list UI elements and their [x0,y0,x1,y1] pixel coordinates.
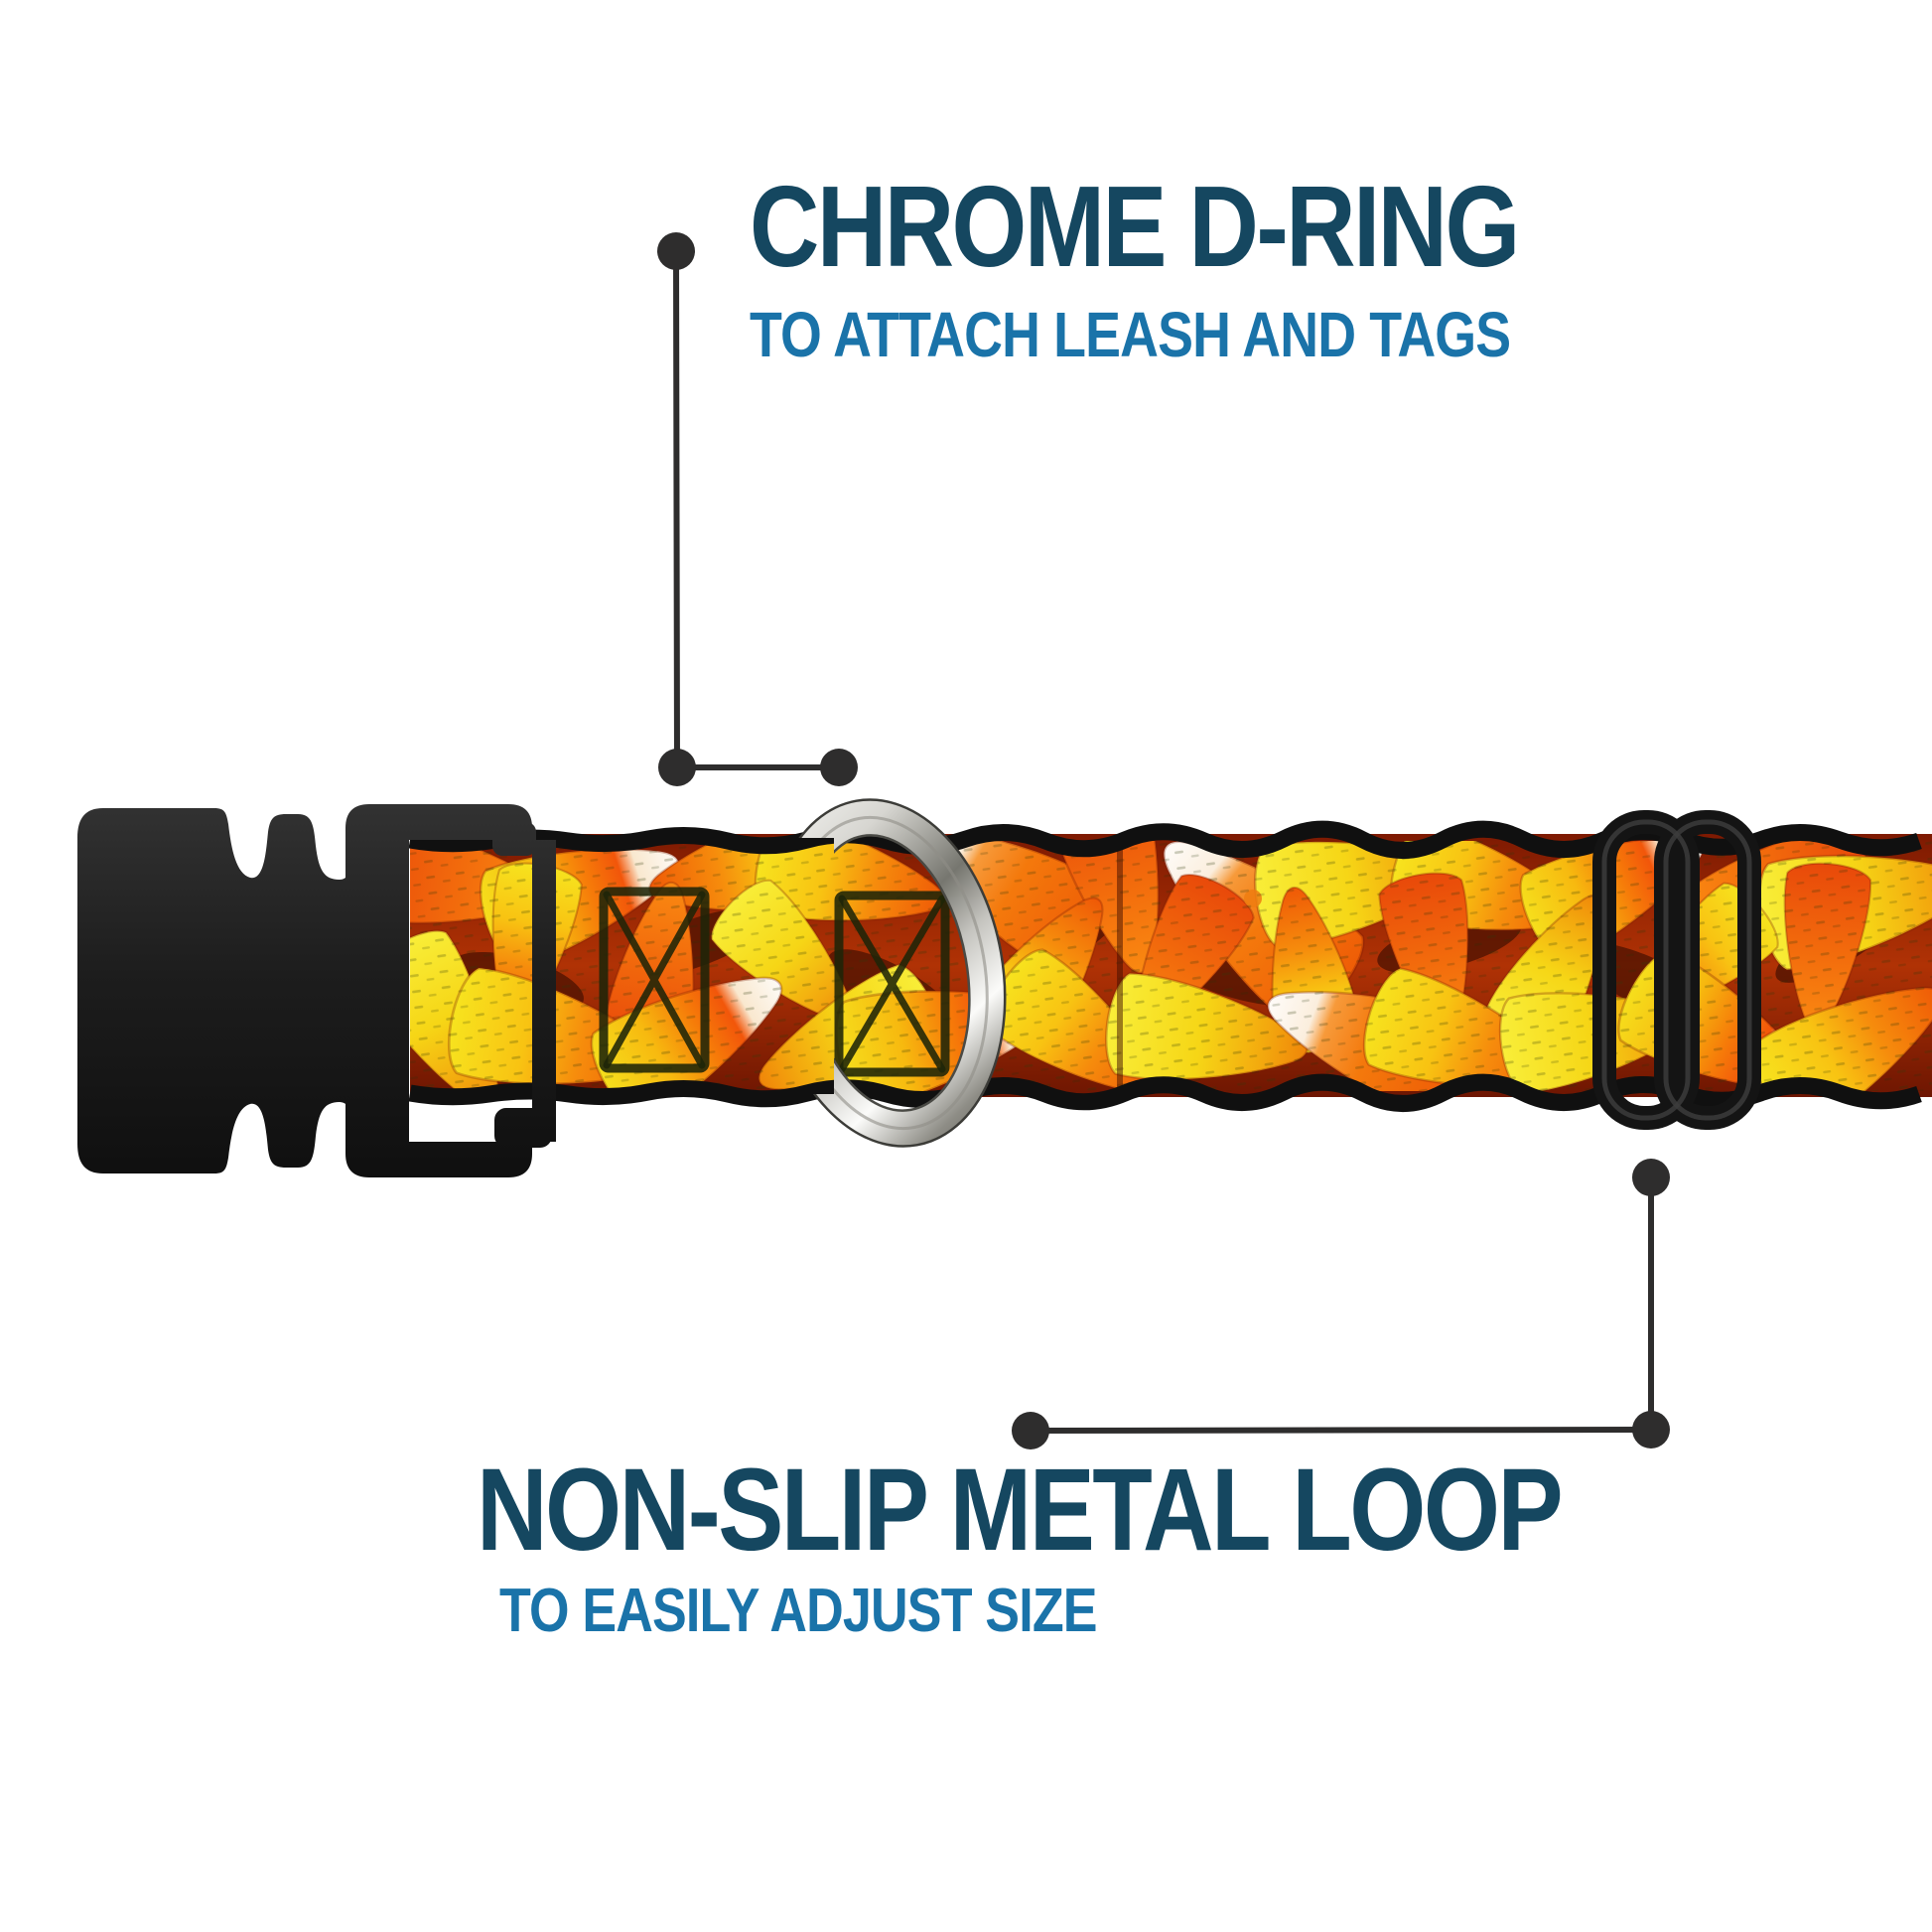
metal-slider-loop [1592,810,1761,1130]
bottom-callout-title: NON-SLIP METAL LOOP [477,1445,1564,1576]
top-callout-leader [657,232,858,786]
plastic-buckle [77,804,556,1177]
top-callout-subtitle: TO ATTACH LEASH AND TAGS [750,299,1511,370]
box-stitching [599,887,950,1077]
callout-marker-dot [1632,1159,1670,1196]
chrome-d-ring [766,798,1007,1148]
bottom-callout-leader [1012,1159,1670,1449]
top-callout-title: CHROME D-RING [750,162,1520,291]
callout-marker-dot [1632,1411,1670,1449]
callout-marker-dot [658,749,696,786]
callout-marker-dot [657,232,695,270]
bottom-callout-subtitle: TO EASILY ADJUST SIZE [499,1577,1098,1645]
callout-marker-dot [1012,1412,1049,1449]
callout-marker-dot [820,749,858,786]
